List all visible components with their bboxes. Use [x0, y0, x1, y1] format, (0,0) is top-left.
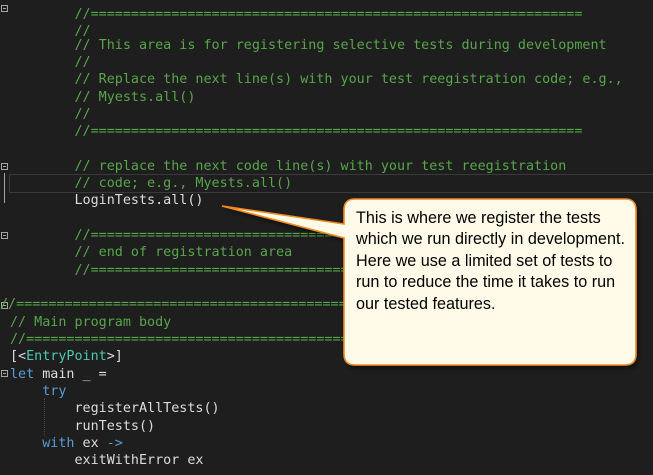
code-text: ex: [74, 436, 107, 451]
code-line[interactable]: // Main program body: [10, 315, 172, 330]
code-indent: [10, 384, 42, 399]
attribute-bracket: >]: [106, 349, 123, 364]
code-line[interactable]: with ex ->: [10, 435, 123, 452]
code-line[interactable]: //: [10, 24, 91, 39]
code-line[interactable]: let main _ =: [10, 366, 107, 383]
code-line[interactable]: runTests(): [10, 419, 156, 434]
code-line[interactable]: try: [10, 383, 66, 400]
code-line[interactable]: // replace the next code line(s) with yo…: [10, 159, 567, 174]
collapse-region-icon[interactable]: [1, 302, 8, 309]
code-line[interactable]: //: [10, 107, 91, 122]
code-line[interactable]: registerAllTests(): [10, 401, 220, 416]
indent-guide: [44, 398, 45, 436]
callout-text: This is where we register the tests whic…: [356, 209, 626, 313]
code-line[interactable]: // end of registration area: [10, 245, 293, 260]
keyword-try: try: [42, 384, 67, 399]
collapse-region-icon[interactable]: [1, 5, 8, 12]
keyword-let: let: [10, 367, 35, 382]
code-line[interactable]: //======================================…: [10, 7, 583, 22]
code-line[interactable]: // This area is for registering selectiv…: [10, 38, 607, 53]
collapse-region-icon[interactable]: [1, 232, 8, 239]
code-line[interactable]: exitWithError ex: [10, 453, 204, 468]
code-line[interactable]: //: [10, 55, 91, 70]
code-line[interactable]: //======================================…: [10, 124, 583, 139]
code-line[interactable]: // Myests.all(): [10, 90, 196, 105]
attribute-name: EntryPoint: [26, 349, 107, 364]
code-line-current[interactable]: // code; e.g., Myests.all(): [9, 174, 653, 193]
code-indent: [10, 436, 42, 451]
collapse-region-icon[interactable]: [1, 370, 8, 377]
arrow-operator: ->: [106, 436, 123, 451]
keyword-with: with: [42, 436, 75, 451]
code-line[interactable]: LoginTests.all(): [10, 193, 204, 208]
code-text: main _ =: [34, 367, 107, 382]
code-line[interactable]: // Replace the next line(s) with your te…: [10, 72, 623, 87]
code-line[interactable]: [<EntryPoint>]: [10, 348, 123, 365]
attribute-bracket: [<: [10, 349, 27, 364]
collapse-region-icon[interactable]: [1, 163, 8, 170]
fold-region-line: [4, 173, 5, 203]
